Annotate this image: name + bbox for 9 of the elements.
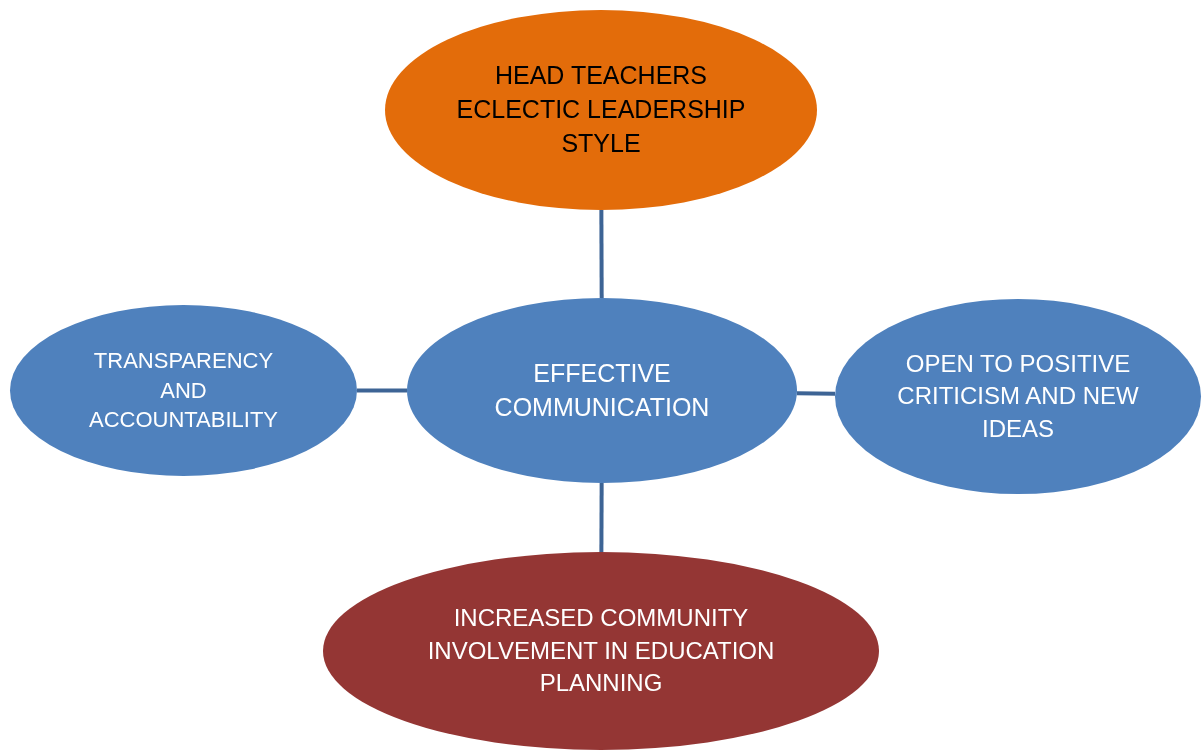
connector-line — [796, 391, 836, 396]
node-label: TRANSPARENCY AND ACCOUNTABILITY — [87, 346, 280, 435]
connector-line — [599, 210, 604, 298]
connector-line — [599, 483, 604, 552]
node-label: EFFECTIVE COMMUNICATION — [493, 357, 711, 423]
node-label: INCREASED COMMUNITY INVOLVEMENT IN EDUCATION PLANNING — [426, 603, 776, 699]
node-label: HEAD TEACHERS ECLECTIC LEADERSHIP STYLE — [455, 60, 747, 159]
node-label: OPEN TO POSITIVE CRITICISM AND NEW IDEAS — [896, 348, 1140, 444]
connector-line — [357, 388, 407, 393]
